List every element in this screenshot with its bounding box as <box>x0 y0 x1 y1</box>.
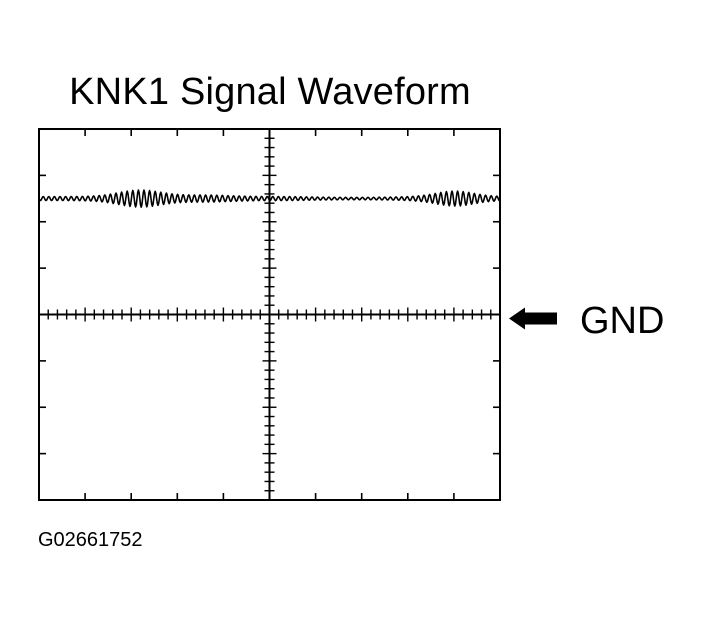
signal-waveform <box>38 189 501 208</box>
waveform-title: KNK1 Signal Waveform <box>69 71 471 113</box>
ground-label: GND <box>580 300 665 342</box>
scope-axes <box>39 129 500 500</box>
left-arrow-icon <box>509 307 557 330</box>
figure-code: G02661752 <box>38 529 143 551</box>
signal-trace <box>38 189 501 208</box>
ground-marker <box>509 307 557 330</box>
